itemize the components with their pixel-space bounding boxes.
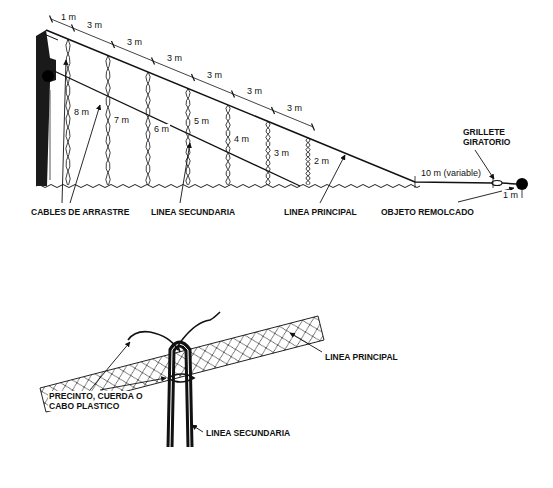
dimension-label: 4 m (233, 134, 250, 144)
water-line (36, 185, 420, 188)
dimension-label: 6 m (153, 124, 170, 134)
leader-lines (90, 333, 322, 432)
dimension-label: 3 m (206, 70, 223, 80)
swivel-shackle (492, 181, 502, 186)
dimension-label: 1 m (60, 12, 77, 22)
part-label: LINEA PRINCIPAL (283, 207, 358, 217)
part-label: PRECINTO, CUERDA O CABO PLASTICO (48, 391, 146, 411)
hanging-line (186, 89, 190, 186)
dimension-label: 3 m (126, 37, 143, 47)
dimension-label: 1 m (502, 190, 519, 200)
hanging-line (66, 39, 70, 185)
dimension-line (50, 16, 315, 131)
part-label: LINEA PRINCIPAL (324, 352, 399, 362)
dimension-tick (312, 123, 315, 130)
dimension-label: 3 m (246, 86, 263, 96)
dimension-tick (112, 41, 115, 48)
dimension-label: 7 m (113, 115, 130, 125)
part-label: LINEA SECUNDARIA (205, 428, 291, 438)
hanging-line (106, 56, 110, 186)
ship-stern (36, 30, 56, 186)
part-label: GRILLETE GIRATORIO (462, 127, 520, 147)
dimension-label: 3 m (286, 103, 303, 113)
dimension-line (51, 19, 313, 127)
dimension-label: 2 m (313, 156, 330, 166)
main-line-detail (40, 316, 324, 412)
hanging-lines (66, 39, 310, 185)
main-line (46, 30, 493, 183)
tow-line (502, 183, 516, 184)
dimension-label: 3 m (86, 20, 103, 30)
dimension-label: 3 m (273, 148, 290, 158)
hanging-line (306, 138, 310, 185)
dimension-tick (152, 58, 155, 65)
dimension-tick (272, 107, 275, 114)
part-label: OBJETO REMOLCADO (380, 207, 475, 217)
hanging-line (106, 56, 110, 186)
hanging-line (306, 138, 310, 185)
towed-object (516, 178, 528, 190)
dimension-label: 5 m (193, 116, 210, 126)
tie-cord (128, 312, 220, 382)
dimension-tick (50, 16, 53, 23)
hanging-line (146, 72, 150, 185)
hanging-line (186, 89, 190, 186)
dimension-tick (72, 25, 75, 32)
dimension-label: 10 m (variable) (420, 168, 482, 178)
secondary-line (52, 70, 300, 186)
part-label: LINEA SECUNDARIA (150, 207, 236, 217)
leader-lines (62, 60, 514, 203)
dimension-label: 8 m (73, 107, 90, 117)
dimension-label: 3 m (166, 53, 183, 63)
hanging-line (146, 72, 150, 185)
hanging-line (266, 121, 270, 185)
dimension-tick (232, 90, 235, 97)
dimension-tick (192, 74, 195, 81)
hanging-line (266, 121, 270, 185)
secondary-line-detail (170, 344, 190, 447)
hanging-line (66, 39, 70, 185)
part-label: CABLES DE ARRASTRE (30, 207, 130, 217)
hanging-line (226, 105, 230, 185)
tow-cable (44, 34, 58, 40)
hanging-line (226, 105, 230, 185)
